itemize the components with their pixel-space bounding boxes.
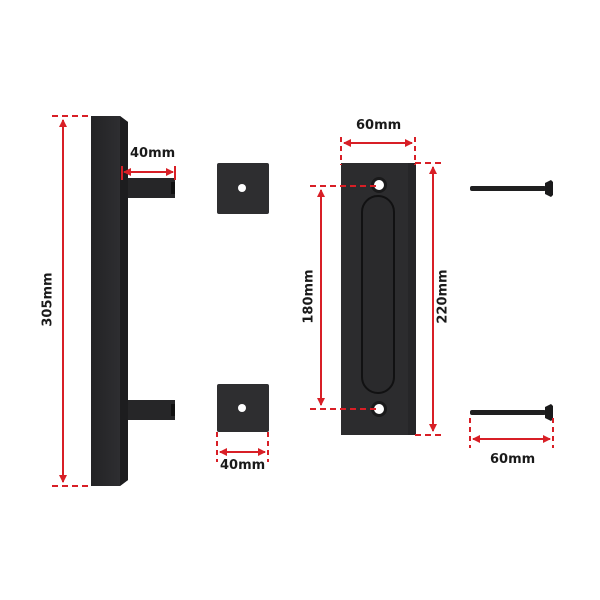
bolt-length-dimension [469,418,554,448]
flush-pull-hole-spacing-dimension [310,185,377,410]
flush-pull-hole-spacing-label: 180mm [301,269,317,324]
mounting-bolt-top [470,180,553,197]
handle-standoff-dimension [121,166,176,180]
plate-width-dimension [216,432,269,462]
flush-pull-height-dimension [415,162,445,436]
flush-pull-height-label: 220mm [435,269,451,324]
square-mounting-plate-bottom [217,384,269,432]
mounting-bolt-bottom [470,404,553,421]
handle-bar [91,116,128,486]
plate-width-label: 40mm [220,458,266,473]
plate-hole-icon [238,184,246,192]
handle-standoff-bottom [120,400,175,420]
finger-recess [361,195,395,394]
square-mounting-plate-top [217,163,269,214]
flush-pull-plate [341,163,416,435]
handle-standoff-top [120,178,175,198]
handle-height-dimension [52,115,92,487]
flush-pull-width-label: 60mm [356,118,402,133]
plate-hole-icon [238,404,246,412]
handle-height-label: 305mm [40,272,56,327]
handle-standoff-label: 40mm [130,146,176,161]
flush-pull-width-dimension [340,137,416,165]
pull-handle [91,116,175,486]
bolt-length-label: 60mm [490,452,536,467]
